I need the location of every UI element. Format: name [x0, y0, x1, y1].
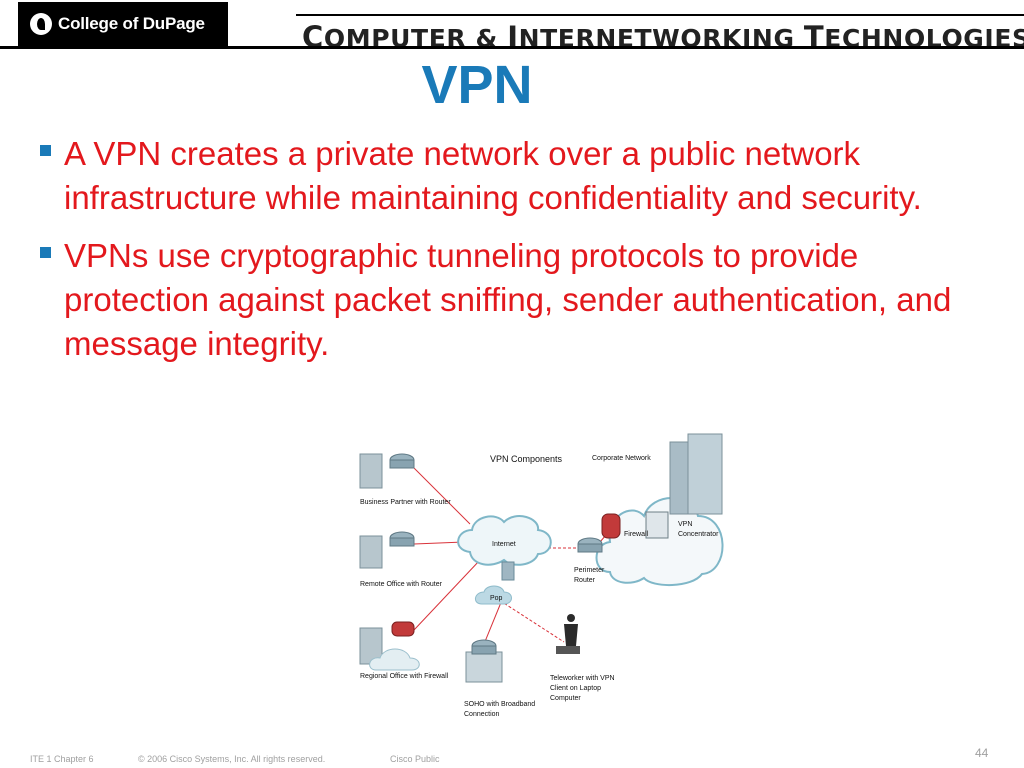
page-number: 44	[975, 746, 989, 760]
label-firewall: Firewall	[624, 531, 649, 538]
banner-cap-t: T	[803, 20, 825, 54]
label-pop: Pop	[490, 595, 503, 602]
remote-office-building-icon	[359, 531, 415, 569]
regional-office-building-icon	[359, 621, 420, 671]
label-teleworker-1: Teleworker with VPN	[550, 675, 615, 682]
label-regional-office: Regional Office with Firewall	[360, 673, 449, 680]
label-soho-2: Connection	[464, 711, 500, 718]
internet-cloud-icon	[457, 515, 552, 566]
soho-house-icon	[465, 639, 503, 683]
diagram-title: VPN Components	[490, 454, 563, 464]
footer-chapter: ITE 1 Chapter 6	[30, 754, 94, 764]
bullet-list: A VPN creates a private network over a p…	[38, 132, 968, 380]
banner-cap-i: I	[507, 20, 519, 54]
corporate-network-icon	[595, 433, 724, 587]
business-partner-building-icon	[359, 453, 415, 489]
bullet-item: VPNs use cryptographic tunneling protoco…	[38, 234, 968, 366]
label-business-partner: Business Partner with Router	[360, 499, 451, 506]
link-partner-internet	[413, 467, 471, 525]
vpn-components-diagram: Internet Pop Corporate Network Firewall …	[352, 432, 740, 722]
college-logo-text: College of DuPage	[58, 14, 205, 33]
slide-header: College of DuPage COMPUTER & INTERNETWOR…	[0, 0, 1024, 54]
label-vpn-1: VPN	[678, 521, 692, 528]
label-vpn-2: Concentrator	[678, 531, 719, 538]
teleworker-person-icon	[556, 614, 580, 654]
link-regional-internet	[413, 559, 481, 631]
label-perimeter-1: Perimeter	[574, 567, 605, 574]
label-corporate-network: Corporate Network	[592, 455, 651, 462]
perimeter-router-icon	[577, 537, 603, 553]
pop-cloud-icon	[475, 561, 515, 605]
footer-copyright: © 2006 Cisco Systems, Inc. All rights re…	[138, 754, 326, 764]
label-remote-office: Remote Office with Router	[360, 581, 443, 588]
label-perimeter-2: Router	[574, 577, 596, 584]
bullet-item: A VPN creates a private network over a p…	[38, 132, 968, 220]
footer-classification: Cisco Public	[390, 754, 440, 764]
link-soho-pop	[483, 599, 503, 645]
department-banner: COMPUTER & INTERNETWORKING TECHNOLOGIES	[296, 14, 1024, 54]
link-pop-teleworker	[495, 597, 565, 643]
header-divider	[0, 46, 1024, 49]
banner-cap-c: C	[302, 20, 324, 54]
bullet-text: A VPN creates a private network over a p…	[64, 135, 922, 216]
slide-footer: ITE 1 Chapter 6 © 2006 Cisco Systems, In…	[0, 752, 1024, 766]
college-logo: College of DuPage	[18, 2, 228, 46]
link-remote-internet	[413, 541, 465, 545]
label-internet: Internet	[492, 541, 516, 548]
slide-title: VPN	[421, 55, 533, 115]
bullet-text: VPNs use cryptographic tunneling protoco…	[64, 237, 952, 362]
bullet-square-icon	[40, 145, 51, 156]
college-logo-icon	[30, 13, 52, 35]
label-teleworker-2: Client on Laptop	[550, 685, 601, 692]
label-teleworker-3: Computer	[550, 695, 581, 702]
label-soho-1: SOHO with Broadband	[464, 701, 535, 708]
bullet-square-icon	[40, 247, 51, 258]
